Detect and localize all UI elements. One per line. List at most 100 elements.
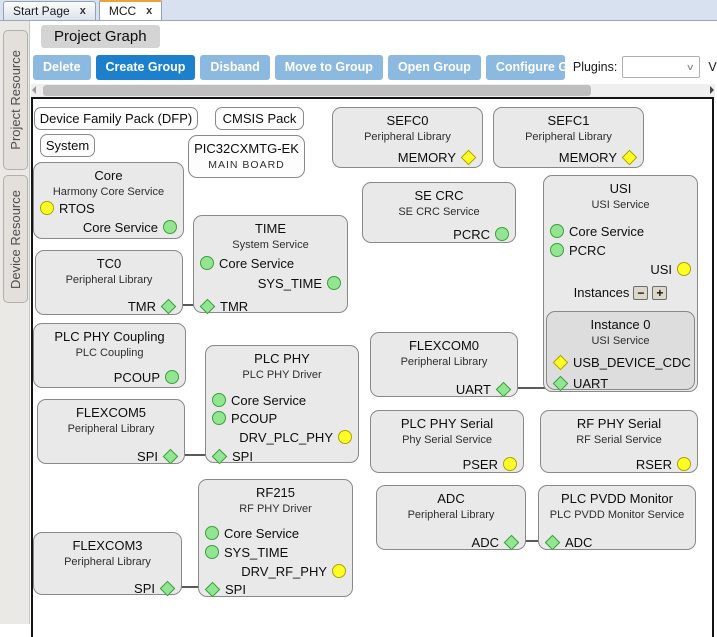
circle-green-pin-icon[interactable] <box>212 393 226 407</box>
diamond-yellow-pin-icon[interactable] <box>621 149 638 165</box>
delete-button[interactable]: Delete <box>33 54 91 80</box>
spi-pin: SPI <box>137 448 179 464</box>
close-icon[interactable]: x <box>79 4 86 17</box>
diamond-yellow-pin-icon[interactable] <box>552 354 569 370</box>
configure-group-button[interactable]: Configure Group <box>485 54 565 80</box>
diamond-green-pin-icon[interactable] <box>495 381 512 397</box>
edge-flexcom3-rf215-spi[interactable] <box>163 586 217 588</box>
open-group-button[interactable]: Open Group <box>387 54 481 80</box>
pin-label: DRV_RF_PHY <box>241 563 327 579</box>
circle-green-pin-icon[interactable] <box>165 370 179 384</box>
circle-green-pin-icon[interactable] <box>200 256 214 270</box>
node-cmsis-pack[interactable]: CMSIS Pack <box>215 107 304 130</box>
circle-yellow-pin-icon[interactable] <box>677 457 691 471</box>
disband-button[interactable]: Disband <box>200 54 270 80</box>
node-subtitle: USI Service <box>591 335 650 347</box>
diamond-green-pin-icon[interactable] <box>544 534 561 550</box>
node-title: USI <box>609 181 632 196</box>
diamond-green-pin-icon[interactable] <box>159 580 176 596</box>
edge-tc0-time-tmr[interactable] <box>161 304 217 306</box>
diamond-green-pin-icon[interactable] <box>211 448 228 464</box>
edge-flexcom5-plcphy-spi[interactable] <box>167 454 223 456</box>
circle-yellow-pin-icon[interactable] <box>40 201 54 215</box>
circle-green-pin-icon[interactable] <box>205 526 219 540</box>
uart-pin: UART <box>456 381 512 397</box>
create-group-button[interactable]: Create Group <box>95 54 196 80</box>
edge-flexcom0-usi-uart[interactable] <box>499 387 561 389</box>
close-icon[interactable]: x <box>146 4 153 17</box>
node-subtitle: PLC PVDD Monitor Service <box>549 509 685 521</box>
plugins-select[interactable]: ∨ <box>622 56 701 78</box>
scrollbar-thumb[interactable] <box>43 85 591 96</box>
diamond-green-pin-icon[interactable] <box>160 298 177 314</box>
circle-green-pin-icon[interactable] <box>550 243 564 257</box>
node-dfp[interactable]: Device Family Pack (DFP) <box>34 107 198 130</box>
circle-green-pin-icon[interactable] <box>327 276 341 290</box>
node-subtitle: Peripheral Library <box>400 356 488 368</box>
usb-device-cdc-pin: USB_DEVICE_CDC <box>552 354 691 370</box>
pser-pin: PSER <box>463 456 517 472</box>
side-tab-project-resource[interactable]: Project Resource <box>3 30 28 170</box>
node-subtitle: Harmony Core Service <box>52 186 165 198</box>
pin-label: Core Service <box>224 525 300 541</box>
circle-green-pin-icon[interactable] <box>163 220 177 234</box>
circle-yellow-pin-icon[interactable] <box>503 457 517 471</box>
node-subtitle: Peripheral Library <box>64 556 151 568</box>
diamond-green-pin-icon[interactable] <box>204 581 221 597</box>
circle-green-pin-icon[interactable] <box>205 545 219 559</box>
scroll-right-icon[interactable] <box>710 86 714 94</box>
node-title: TC0 <box>96 256 122 271</box>
node-system[interactable]: System <box>40 134 95 157</box>
pin-label: SYS_TIME <box>224 544 289 560</box>
diamond-yellow-pin-icon[interactable] <box>460 149 477 165</box>
circle-yellow-pin-icon[interactable] <box>332 564 346 578</box>
circle-green-pin-icon[interactable] <box>550 224 564 238</box>
circle-green-pin-icon[interactable] <box>495 227 509 241</box>
views-label: Views: <box>708 60 717 74</box>
diamond-green-pin-icon[interactable] <box>162 448 179 464</box>
side-tab-device-resource[interactable]: Device Resource <box>3 175 28 303</box>
node-title: System <box>45 138 90 153</box>
move-to-group-button[interactable]: Move to Group <box>274 54 383 80</box>
spi-pin: SPI <box>204 581 246 597</box>
scroll-left-icon[interactable] <box>32 86 36 94</box>
pin-label: ADC <box>565 534 593 550</box>
node-subtitle: Peripheral Library <box>364 131 451 143</box>
memory-pin: MEMORY <box>559 149 638 165</box>
pin-label: RSER <box>635 456 672 472</box>
pcrc-pin: PCRC <box>550 242 606 258</box>
remove-instance-button[interactable]: − <box>633 285 649 300</box>
edge-adc-pvdd-adc[interactable] <box>509 540 559 542</box>
node-subtitle: Peripheral Library <box>65 274 153 286</box>
pin-label: MEMORY <box>397 149 456 165</box>
diamond-green-pin-icon[interactable] <box>199 298 216 314</box>
circle-yellow-pin-icon[interactable] <box>338 430 352 444</box>
circle-yellow-pin-icon[interactable] <box>677 262 691 276</box>
circle-green-pin-icon[interactable] <box>212 411 226 425</box>
add-instance-button[interactable]: + <box>652 285 668 300</box>
pin-label: PCOUP <box>113 369 160 385</box>
diamond-green-pin-icon[interactable] <box>503 534 520 550</box>
diamond-green-pin-icon[interactable] <box>552 375 569 391</box>
